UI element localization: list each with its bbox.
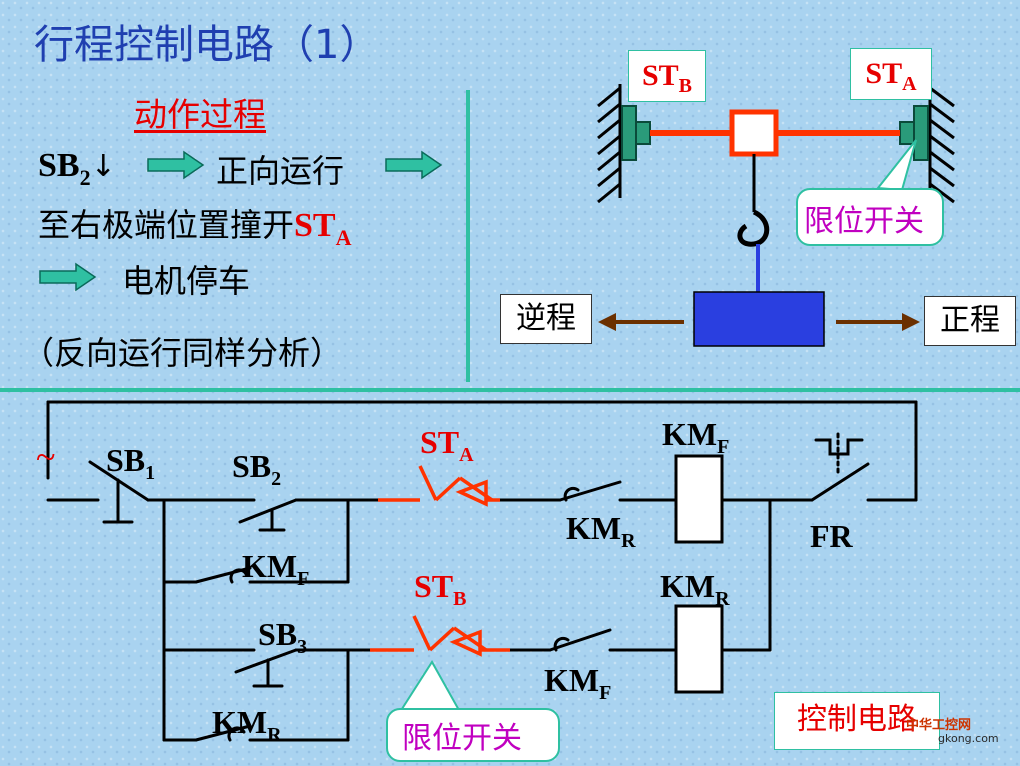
- kmf-hold-label: KMF: [242, 548, 309, 590]
- down-arrow-icon: ↓: [90, 149, 116, 184]
- kmf-hold-text: KM: [242, 548, 298, 584]
- stb-sub: B: [453, 588, 467, 610]
- sta-text: ST: [420, 424, 460, 460]
- sb2-label: SB: [38, 147, 80, 184]
- stb-switch-block: [621, 105, 637, 161]
- horizontal-divider: [0, 388, 1020, 392]
- mechanical-diagram: [597, 84, 955, 347]
- process-line-1: SB2↓: [38, 146, 116, 190]
- stb-label-box: STB: [628, 50, 706, 102]
- limit-switch-callout-bottom: [386, 708, 560, 762]
- stb-circuit-label: STB: [414, 568, 466, 610]
- kmf-contact-sub: F: [599, 682, 612, 704]
- trolley: [729, 109, 779, 157]
- forward-run-text: 正向运行: [216, 152, 345, 190]
- kmr-coil-text: KM: [660, 568, 716, 604]
- process-line-2-text: 至右极端位置撞开: [38, 206, 295, 244]
- sta-sub: A: [459, 444, 474, 466]
- callout-pointer-bottom: [398, 660, 462, 713]
- sb3-sub: 3: [297, 636, 308, 658]
- stb-sub: B: [678, 75, 693, 97]
- sb3-text: SB: [258, 616, 298, 652]
- sb3-label: SB3: [258, 616, 307, 658]
- kmr-hold-text: KM: [212, 704, 268, 740]
- limit-switch-text-bottom: 限位开关: [402, 721, 522, 756]
- reverse-note-text: （反向运行同样分析）: [22, 334, 343, 372]
- kmf-sub: F: [717, 436, 730, 458]
- sta-sub: A: [902, 73, 917, 95]
- right-wall: [928, 84, 955, 204]
- kmr-hold-label: KMR: [212, 704, 282, 746]
- green-arrow-icon: [385, 150, 443, 180]
- kmf-contact-label: KMF: [544, 662, 611, 704]
- kmr-sub: R: [621, 530, 636, 552]
- kmr-text: KM: [566, 510, 622, 546]
- control-circuit-diagram: [46, 400, 918, 742]
- kmr-coil-label: KMR: [660, 568, 730, 610]
- process-heading: 动作过程: [134, 95, 266, 134]
- reverse-arrow-icon: [598, 313, 684, 331]
- limit-switch-callout-top: [796, 188, 944, 246]
- sb2-sub: 2: [271, 468, 282, 490]
- sta-inline-label: ST: [294, 207, 336, 244]
- sb1-sub: 1: [145, 462, 156, 484]
- control-circuit-label: 控制电路: [774, 692, 940, 750]
- reverse-stroke-box: 逆程: [500, 294, 592, 344]
- kmf-coil-label: KMF: [662, 416, 729, 458]
- stb-text: ST: [414, 568, 454, 604]
- green-arrow-icon: [39, 262, 97, 292]
- kmf-hold-sub: F: [297, 568, 310, 590]
- stb-text: ST: [641, 59, 679, 92]
- forward-stroke-box: 正程: [924, 296, 1016, 346]
- watermark-text: 中华工控网: [906, 718, 972, 733]
- sb2-text: SB: [232, 448, 272, 484]
- hook-icon: [737, 209, 770, 247]
- process-line-2: 至右极端位置撞开STA: [38, 200, 352, 250]
- sb1-label: SB1: [106, 442, 155, 484]
- stb-contact: [370, 615, 510, 657]
- sta-inline-sub: A: [335, 225, 352, 250]
- watermark-url: gkong.com: [938, 732, 999, 745]
- sta-switch-block: [913, 105, 929, 161]
- sb1-text: SB: [106, 442, 146, 478]
- motor-stop-text: 电机停车: [122, 262, 251, 300]
- kmr-coil-sub: R: [715, 588, 730, 610]
- green-arrow-icon: [147, 150, 205, 180]
- callout-pointer: [876, 139, 917, 192]
- kmr-hold-sub: R: [267, 724, 282, 746]
- limit-switch-text-top: 限位开关: [804, 204, 924, 239]
- sta-text: ST: [865, 57, 903, 90]
- sb2-sub: 2: [79, 165, 91, 190]
- kmf-contact-text: KM: [544, 662, 600, 698]
- ac-source-symbol: ~: [36, 437, 56, 477]
- sta-label-box: STA: [850, 48, 932, 100]
- left-wall: [597, 84, 622, 204]
- forward-arrow-icon: [836, 313, 920, 331]
- kmf-text: KM: [662, 416, 718, 452]
- sta-circuit-label: STA: [420, 424, 474, 466]
- load-block: [693, 291, 825, 347]
- page-title: 行程控制电路（1）: [34, 22, 380, 68]
- kmr-contact-label: KMR: [566, 510, 636, 552]
- sta-contact: [378, 465, 500, 507]
- fr-label: FR: [810, 518, 853, 554]
- sb2-circuit-label: SB2: [232, 448, 281, 490]
- vertical-divider: [466, 90, 470, 382]
